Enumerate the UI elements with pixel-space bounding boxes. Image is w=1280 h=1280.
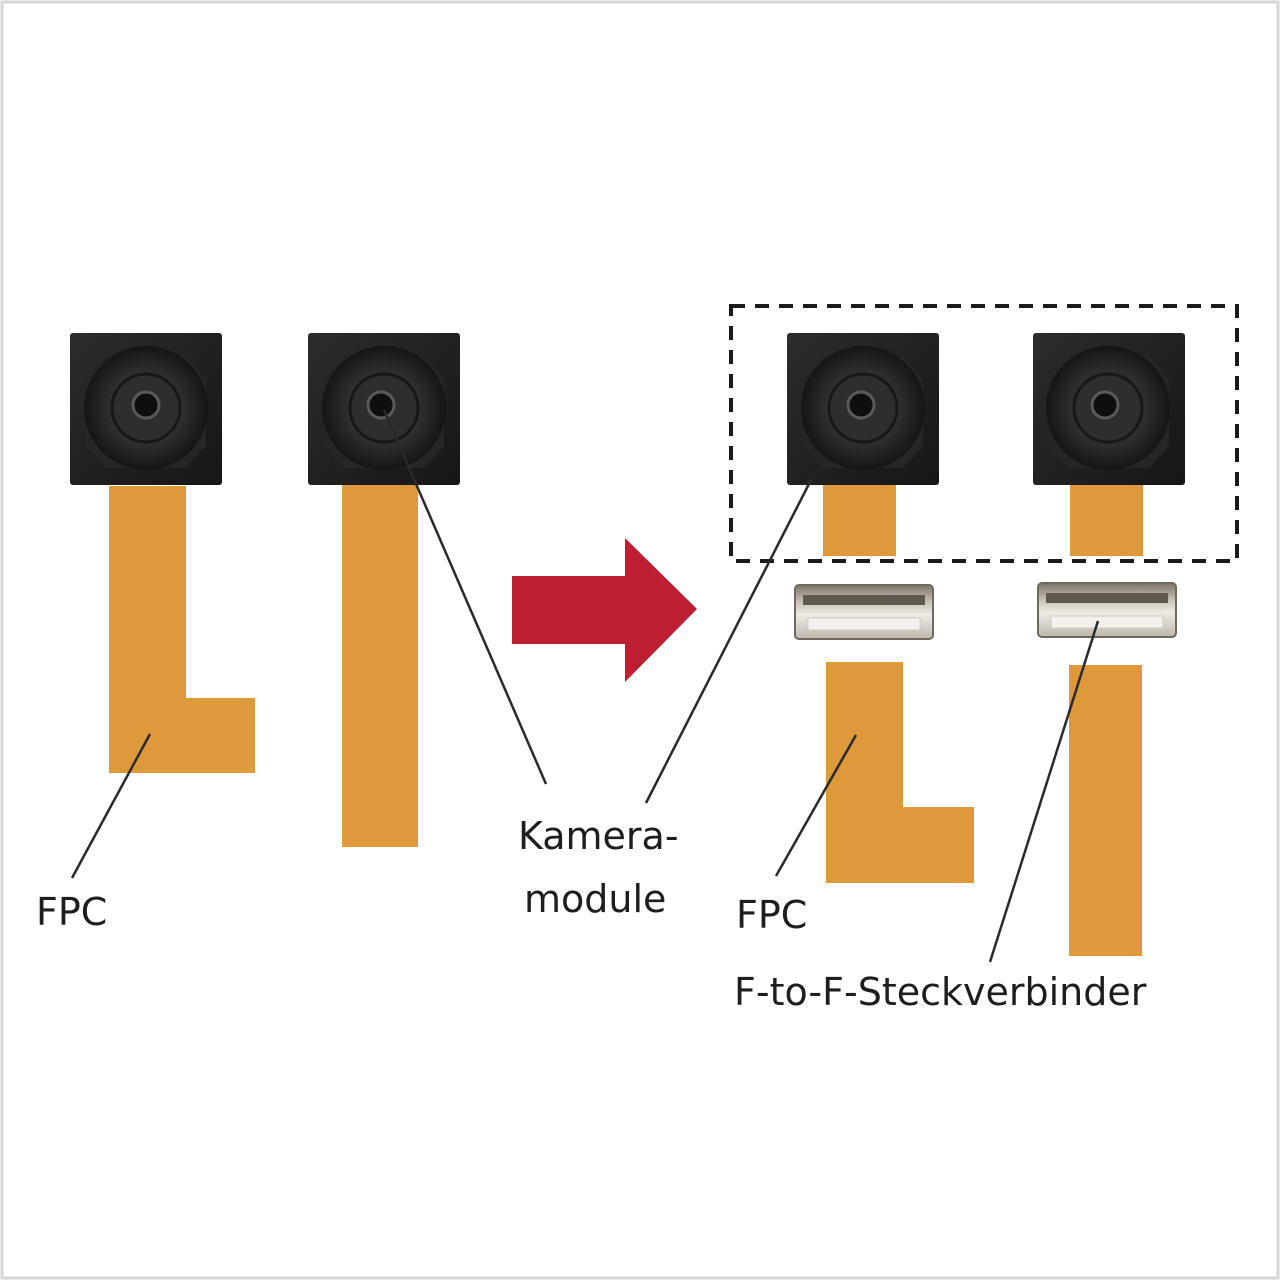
camera-module-3	[787, 333, 939, 485]
fpc-straight-right	[1069, 665, 1142, 956]
board-connector-icon	[1037, 582, 1177, 638]
camera-module-2	[308, 333, 460, 485]
label-fpc-right: FPC	[736, 893, 808, 937]
right-arrow-icon	[512, 538, 697, 682]
label-fpc-left: FPC	[36, 890, 108, 934]
fpc-straight-left	[342, 484, 418, 847]
fpc-l-shaped-right	[826, 662, 974, 883]
leader-module-2a	[382, 409, 548, 785]
fpc-stub-3	[823, 484, 896, 556]
leader-fpc-left	[70, 733, 152, 879]
fpc-stub-4	[1070, 484, 1143, 556]
leader-connector	[988, 620, 1100, 963]
camera-module-4	[1033, 333, 1185, 485]
camera-module-1	[70, 333, 222, 485]
leader-fpc-right	[774, 734, 858, 877]
fpc-l-shaped-left	[109, 486, 255, 773]
board-connector-icon	[794, 584, 934, 640]
label-camera-modules-line2: module	[524, 877, 667, 921]
label-connector: F-to-F-Steckverbinder	[734, 970, 1147, 1014]
label-camera-modules-line1: Kamera-	[518, 814, 679, 858]
leader-lines	[70, 409, 1100, 963]
leader-module-3	[644, 477, 814, 804]
dashed-highlight-box	[729, 304, 1239, 563]
